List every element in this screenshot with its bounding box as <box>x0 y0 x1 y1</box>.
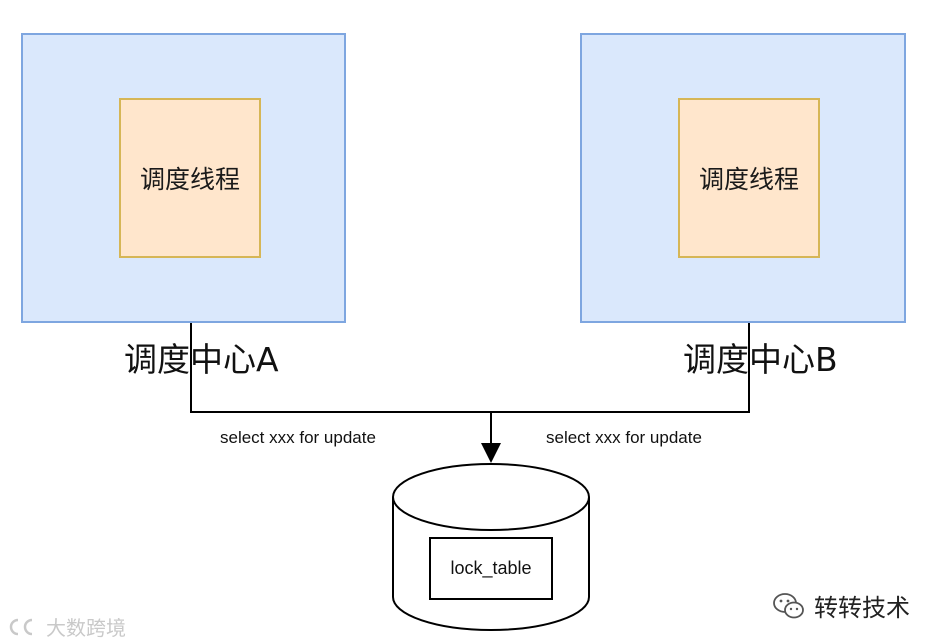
lock-table-label: lock_table <box>450 558 532 578</box>
center-a-label: 调度中心A <box>124 340 279 379</box>
watermark-left: 大数跨境 <box>6 612 126 641</box>
edge-label-b: select xxx for update <box>546 428 702 447</box>
watermark-right-text: 转转技术 <box>814 594 910 622</box>
center-b-label: 调度中心B <box>683 340 838 379</box>
watermark-right: 转转技术 <box>772 588 910 623</box>
edge-label-a: select xxx for update <box>220 428 376 447</box>
center-a-thread: 调度线程 <box>119 98 261 258</box>
double-c-logo-icon <box>9 618 33 635</box>
watermark-left-text: 大数跨境 <box>46 616 126 640</box>
center-a-thread-label: 调度线程 <box>139 165 240 194</box>
center-b-thread: 调度线程 <box>678 98 820 258</box>
lock-table-box: lock_table <box>429 537 553 600</box>
center-b-thread-label: 调度线程 <box>698 165 799 194</box>
wechat-icon <box>773 592 804 618</box>
